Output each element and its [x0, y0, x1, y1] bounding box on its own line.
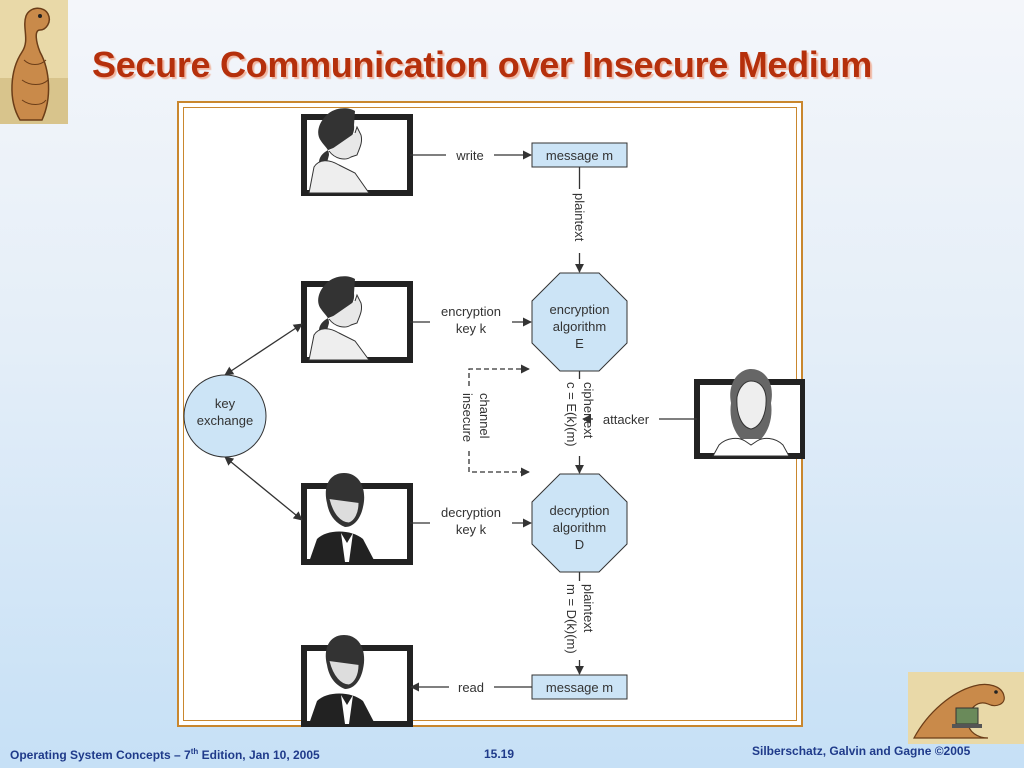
dinosaur-logo-icon: [0, 0, 68, 124]
encryption-key-line2: key k: [456, 321, 487, 336]
plaintext-top-label: plaintext: [572, 193, 587, 242]
plaintext-bottom-line2: m = D(k)(m): [564, 584, 579, 654]
insecure-channel-line1: insecure: [460, 393, 475, 442]
ciphertext-line2: c = E(k)(m): [564, 382, 579, 447]
footer-authors: Silberschatz, Galvin and Gagne ©2005: [752, 744, 971, 758]
diagram-frame: message m message m write read encryptio…: [177, 101, 805, 727]
footer-page-number: 15.19: [484, 747, 515, 761]
sender-portrait-2-icon: [301, 276, 413, 363]
receiver-portrait-2-icon: [301, 635, 413, 727]
receiver-portrait-icon: [301, 473, 413, 565]
sender-portrait-icon: [301, 108, 413, 196]
message-bottom-label: message m: [546, 680, 613, 695]
decryption-algo-line3: D: [575, 537, 584, 552]
encryption-algo-line2: algorithm: [553, 319, 606, 334]
plaintext-bottom-line1: plaintext: [581, 584, 596, 633]
insecure-channel-line2: channel: [477, 393, 492, 439]
key-exchange-line1: key: [215, 396, 236, 411]
encryption-algorithm-node: [531, 272, 628, 372]
decryption-key-line2: key k: [456, 522, 487, 537]
read-label: read: [458, 680, 484, 695]
message-box-top: [531, 142, 628, 168]
dinosaur-laptop-icon: [908, 672, 1024, 744]
decryption-algorithm-node: [531, 473, 628, 573]
attacker-portrait-icon: [694, 369, 805, 459]
key-exchange-line2: exchange: [197, 413, 253, 428]
decryption-algo-line2: algorithm: [553, 520, 606, 535]
message-top-label: message m: [546, 148, 613, 163]
footer-book-title: Operating System Concepts – 7th Edition,…: [10, 747, 320, 762]
encryption-algo-line1: encryption: [550, 302, 610, 317]
ciphertext-line1: ciphertext: [581, 382, 596, 439]
slide-title: Secure Communication over Insecure Mediu…: [92, 44, 872, 85]
decryption-key-line1: decryption: [441, 505, 501, 520]
encryption-key-line1: encryption: [441, 304, 501, 319]
encryption-algo-line3: E: [575, 336, 584, 351]
write-label: write: [455, 148, 483, 163]
attacker-label: attacker: [603, 412, 650, 427]
decryption-algo-line1: decryption: [550, 503, 610, 518]
secure-communication-diagram: message m message m write read encryptio…: [183, 108, 805, 727]
